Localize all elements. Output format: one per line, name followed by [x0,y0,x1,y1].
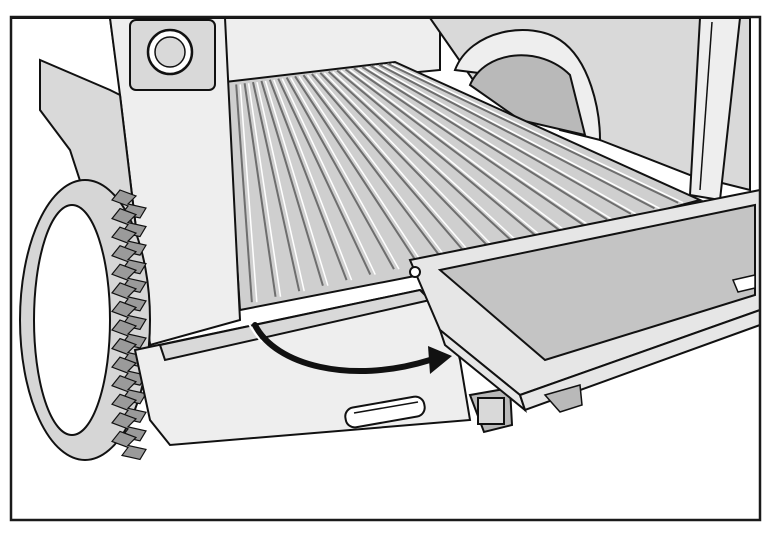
tire-tread-block [111,300,147,331]
bed-rib [302,74,443,259]
bed-rib-highlight [349,68,566,231]
tray-support-foot [543,384,583,413]
bed-rib [285,76,395,270]
rear-bumper [133,288,472,447]
bed-rib [252,81,301,292]
bed-rib-highlight [281,78,376,275]
bed-rib-highlight [323,72,495,248]
bed-rib-highlight [247,83,282,297]
sliding-cargo-tray [408,188,761,413]
bed-rib [243,83,277,297]
bed-rib [268,79,348,281]
tire-tread-block [111,189,147,219]
tire-tread-block [111,207,147,238]
bed-rib-highlight [239,84,258,303]
bed-floor-ribs [235,62,684,303]
bed-rib-highlight [289,77,400,270]
bed-rib-highlight [315,73,471,253]
tire-treads [111,189,147,461]
bed-rib-highlight [298,75,424,264]
tire-tread-block [111,244,147,275]
bed-rib [361,66,608,221]
tire-tread-block [111,263,147,293]
bed-rib [311,73,466,254]
bed-rib [319,72,490,248]
tray-pivot-bolt [409,266,421,278]
bed-rib-highlight [332,71,518,242]
bed-rib-highlight [391,62,684,204]
bed-rib-highlight [374,65,637,215]
bed-rib [370,65,632,215]
bed-rib [387,62,679,204]
figure-frame [9,15,762,522]
bed-rib [336,69,537,237]
tire-tread-block [111,430,147,461]
tire-tread-block [111,226,147,256]
bed-rib [260,80,324,286]
bed-rib-highlight [357,67,589,226]
bed-rib-highlight [264,80,329,286]
rear-tire [19,179,151,461]
tire-tread-block [111,356,147,386]
bed-rib [328,70,514,243]
bed-rib-highlight [382,64,660,209]
hitch-receiver [468,386,514,434]
wheel-well-arch [453,29,602,142]
tire-tread-block [111,393,147,423]
tire-tread-block [111,282,147,312]
tray-latch-handle [731,274,756,293]
bed-rib [378,63,655,210]
bed-rib-highlight [306,74,447,259]
curved-arrow-icon [247,321,452,374]
tire-tread-block [111,412,147,442]
bed-rib [344,68,561,232]
bed-rib-highlight [340,69,542,237]
bed-rib-highlight [273,79,353,281]
bed-rib-highlight [256,81,305,292]
tire-tread-block [111,374,147,405]
tail-light [129,19,216,91]
bed-rib-highlight [365,66,613,220]
bed-rib [277,78,372,276]
bed-rib [235,84,253,303]
bed-rib [294,75,419,265]
bed-rib [353,67,584,226]
